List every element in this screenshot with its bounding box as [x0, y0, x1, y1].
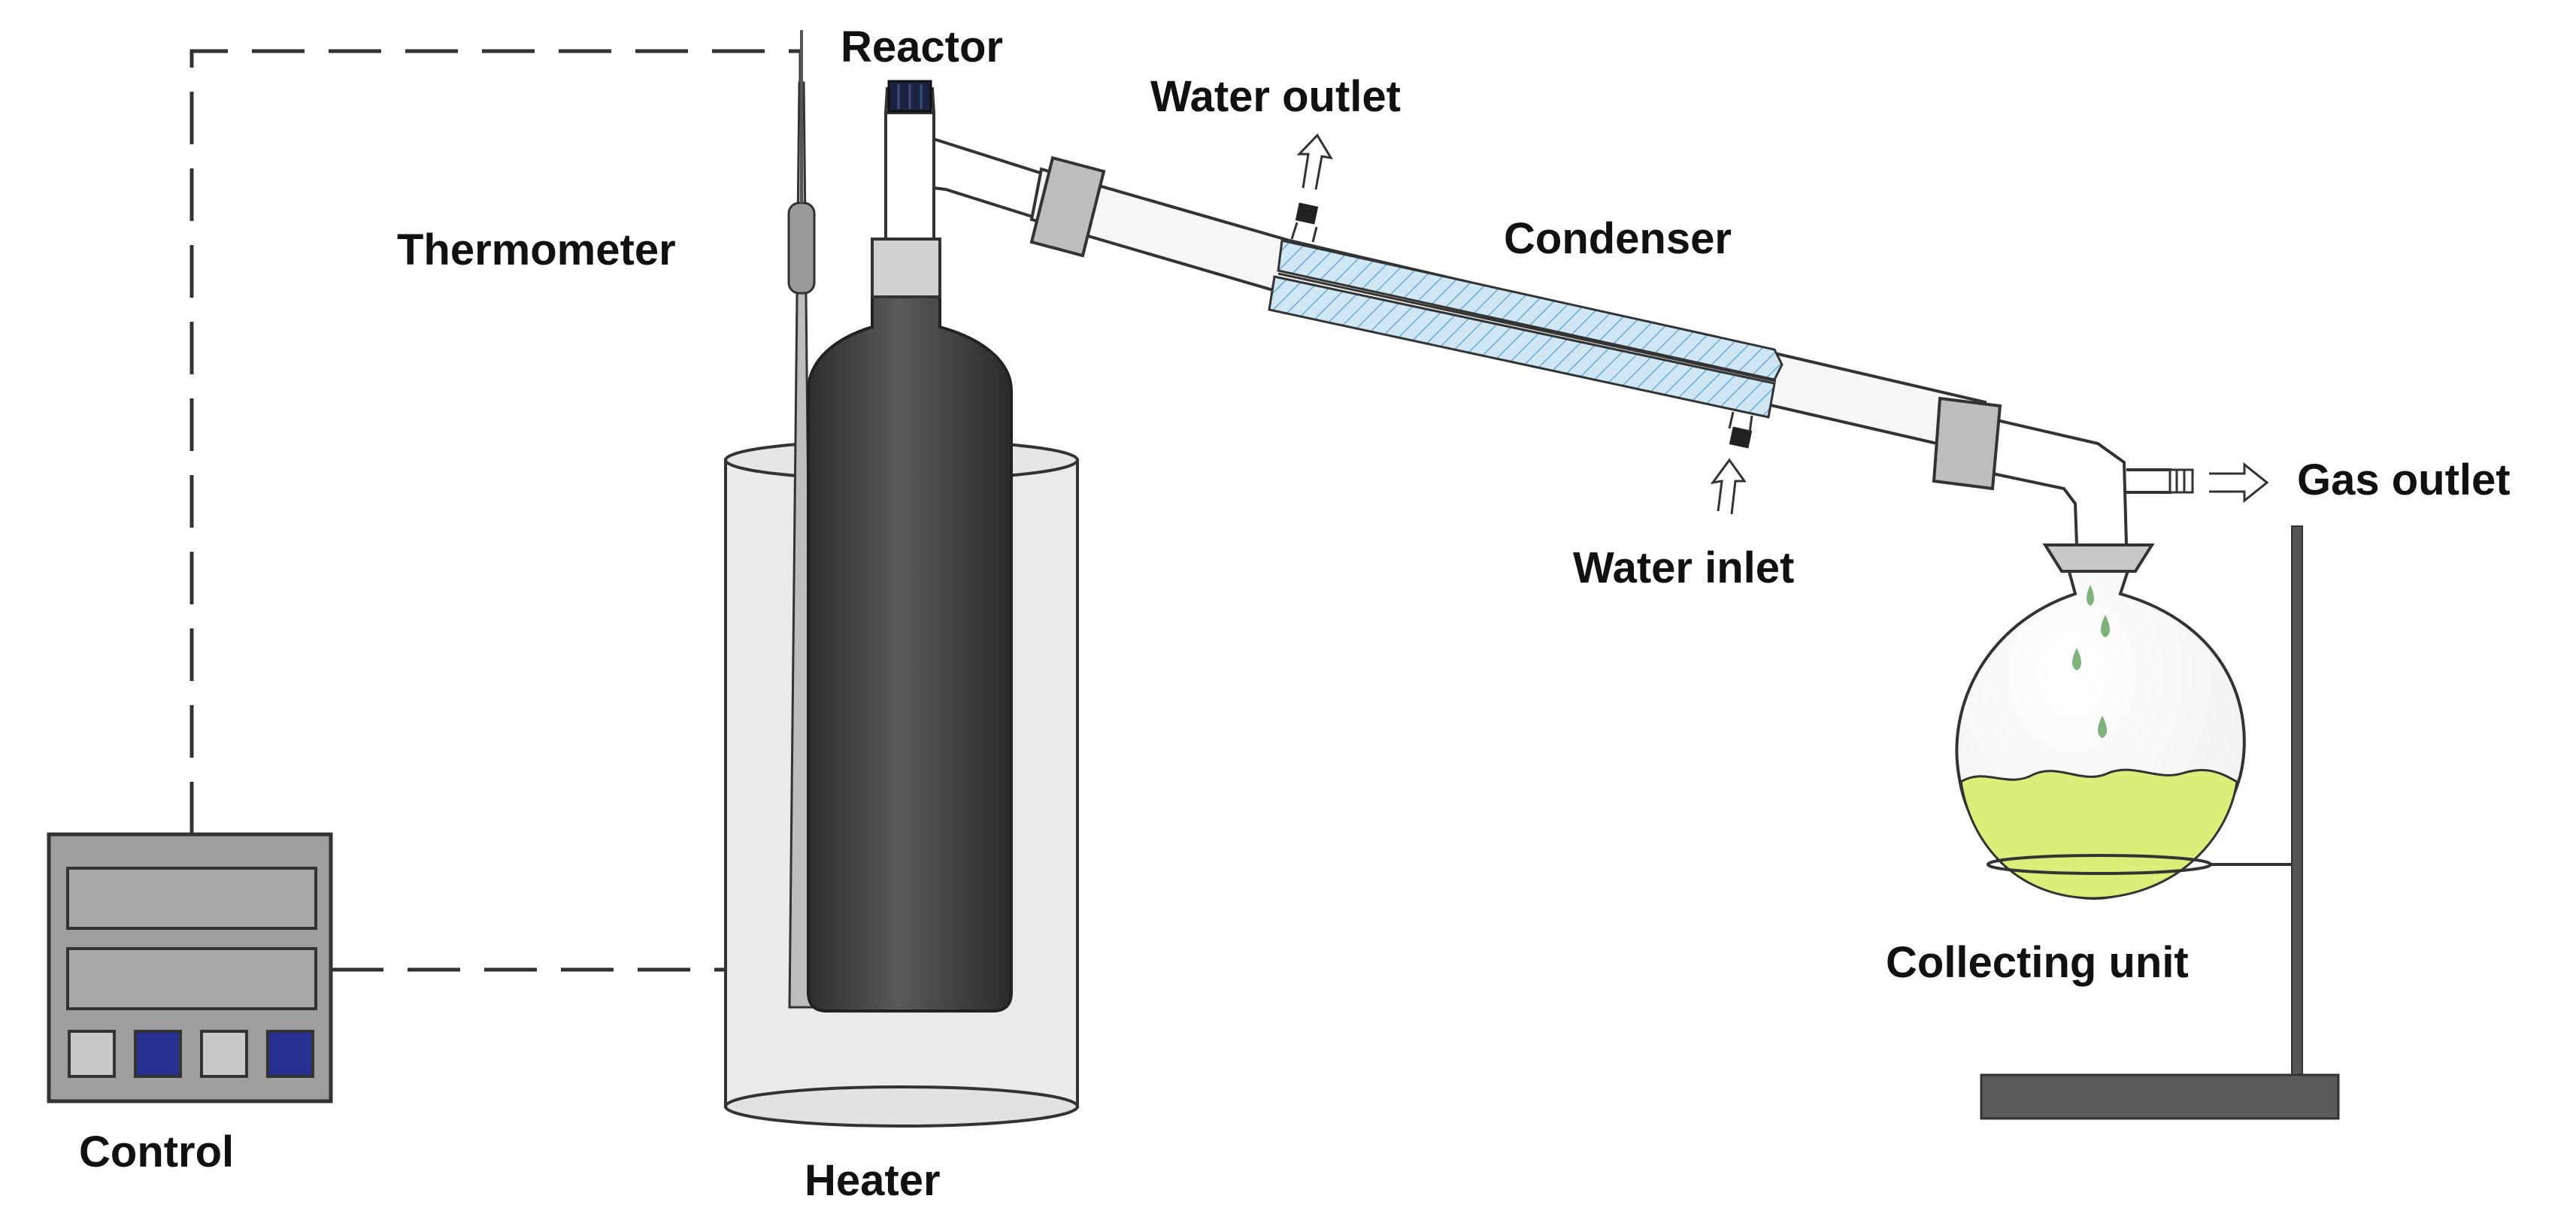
- control-button-2[interactable]: [134, 1030, 182, 1078]
- label-gas-outlet: Gas outlet: [2297, 456, 2511, 504]
- reactor-bottle: [807, 238, 1013, 1013]
- ring-stand: [1980, 525, 2340, 1120]
- control-display-top: [66, 867, 317, 930]
- gas-outlet-arrow: [2209, 462, 2269, 504]
- condenser: [1029, 156, 2194, 546]
- label-heater: Heater: [805, 1156, 941, 1205]
- label-thermometer: Thermometer: [397, 226, 676, 274]
- label-water-outlet: Water outlet: [1150, 72, 1401, 121]
- water-inlet-arrow: [1710, 458, 1747, 515]
- label-water-inlet: Water inlet: [1573, 543, 1794, 592]
- label-reactor: Reactor: [841, 23, 1003, 71]
- control-button-4[interactable]: [266, 1030, 314, 1078]
- droplets: [2072, 585, 2110, 738]
- control-button-3[interactable]: [200, 1030, 248, 1078]
- control-display-bottom: [66, 947, 317, 1010]
- reactor-cap: [887, 80, 932, 113]
- control-panel: [47, 832, 333, 1103]
- label-control: Control: [79, 1128, 234, 1176]
- control-wire-thermometer: [189, 49, 803, 834]
- water-outlet-arrow: [1296, 133, 1333, 190]
- control-button-1[interactable]: [68, 1030, 116, 1078]
- label-condenser: Condenser: [1504, 214, 1732, 263]
- label-collecting-unit: Collecting unit: [1886, 938, 2189, 987]
